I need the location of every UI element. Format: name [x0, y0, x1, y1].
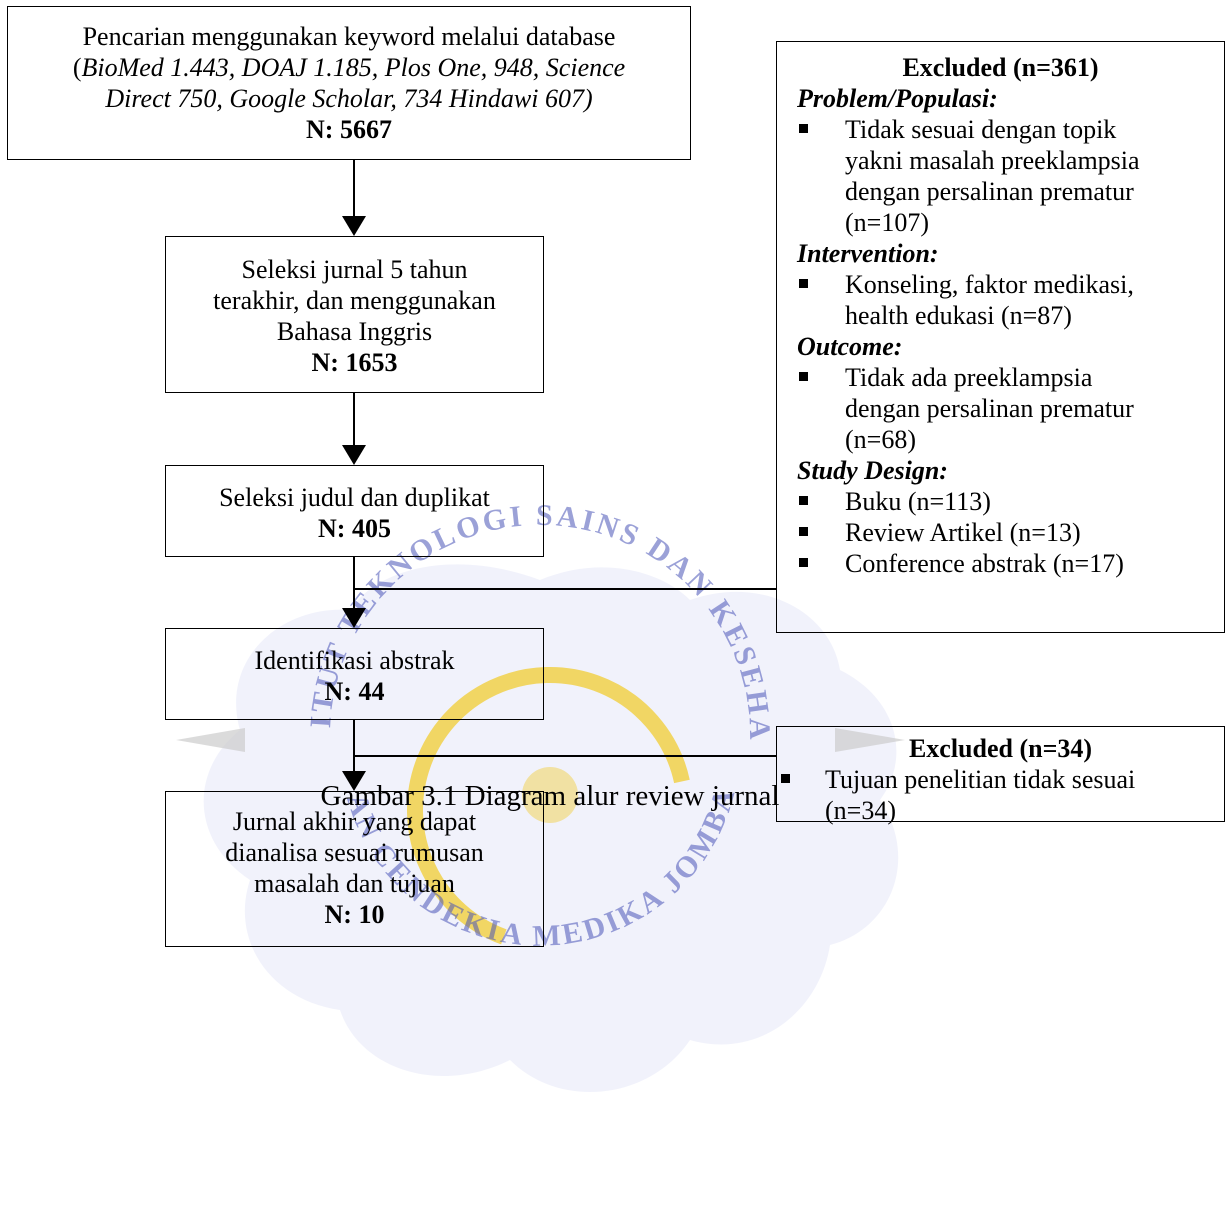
excluded-1-category: Problem/Populasi:	[797, 84, 998, 113]
step-search-paren: (	[72, 53, 82, 82]
step-final-count: N: 10	[324, 900, 385, 929]
excluded-1-item: Konseling, faktor medikasi, health eduka…	[777, 269, 1224, 331]
step-final-line3: masalah dan tujuan	[254, 869, 455, 898]
watermark-right-arrow	[835, 728, 905, 752]
step-final-line1: Jurnal akhir yang dapat	[232, 807, 477, 836]
excluded-2-item: Tujuan penelitian tidak sesuai (n=34)	[777, 764, 1224, 826]
excluded-box-2: Excluded (n=34) Tujuan penelitian tidak …	[776, 726, 1225, 825]
excluded-1-title: Excluded (n=361)	[902, 53, 1099, 82]
excluded-1-item: Buku (n=113)	[777, 486, 1224, 517]
step-year-line1: Seleksi jurnal 5 tahun	[241, 255, 468, 284]
step-title-count: N: 405	[318, 514, 391, 543]
bullet-square-icon	[799, 527, 808, 536]
excluded-box-1: Excluded (n=361) Problem/Populasi: Tidak…	[776, 41, 1225, 633]
excluded-1-item: Conference abstrak (n=17)	[777, 548, 1224, 579]
step-year-count: N: 1653	[311, 348, 398, 377]
excluded-1-item: Tidak ada preeklampsia dengan persalinan…	[777, 362, 1224, 455]
figure-caption: Gambar 3.1 Diagram alur review jurnal	[320, 780, 780, 812]
excluded-1-item: Tidak sesuai dengan topik yakni masalah …	[777, 114, 1224, 238]
excluded-1-category: Outcome:	[797, 332, 903, 361]
step-abstract-line1: Identifikasi abstrak	[254, 646, 455, 675]
excluded-1-category: Study Design:	[797, 456, 948, 485]
step-title-duplicate-box: Seleksi judul dan duplikat N: 405	[165, 465, 544, 557]
step-search-line3: Direct 750, Google Scholar, 734 Hindawi …	[105, 84, 593, 113]
step-search-line2: BioMed 1.443, DOAJ 1.185, Plos One, 948,…	[81, 53, 626, 82]
excluded-1-category: Intervention:	[797, 239, 939, 268]
step-search-count: N: 5667	[306, 115, 392, 144]
bullet-square-icon	[799, 124, 808, 133]
bullet-square-icon	[799, 558, 808, 567]
bullet-square-icon	[799, 279, 808, 288]
bullet-square-icon	[799, 372, 808, 381]
watermark-crescent	[406, 667, 693, 953]
step-final-line2: dianalisa sesuai rumusan	[225, 838, 484, 867]
excluded-1-item: Review Artikel (n=13)	[777, 517, 1224, 548]
watermark-emblem	[522, 767, 578, 823]
step-year-line3: Bahasa Inggris	[276, 317, 433, 346]
step-abstract-count: N: 44	[324, 677, 385, 706]
watermark-left-arrow	[176, 728, 245, 752]
excluded-2-title: Excluded (n=34)	[908, 734, 1093, 763]
step-year-line2: terakhir, dan menggunakan	[213, 286, 496, 315]
watermark-flower-shape	[203, 564, 899, 1093]
step-search-line1: Pencarian menggunakan keyword melalui da…	[82, 22, 616, 51]
step-year-language-box: Seleksi jurnal 5 tahun terakhir, dan men…	[165, 236, 544, 393]
bullet-square-icon	[781, 774, 790, 783]
step-title-line1: Seleksi judul dan duplikat	[219, 483, 490, 512]
step-abstract-box: Identifikasi abstrak N: 44	[165, 628, 544, 720]
step-search-box: Pencarian menggunakan keyword melalui da…	[7, 6, 691, 160]
step-final-box: Jurnal akhir yang dapat dianalisa sesuai…	[165, 791, 544, 947]
bullet-square-icon	[799, 496, 808, 505]
